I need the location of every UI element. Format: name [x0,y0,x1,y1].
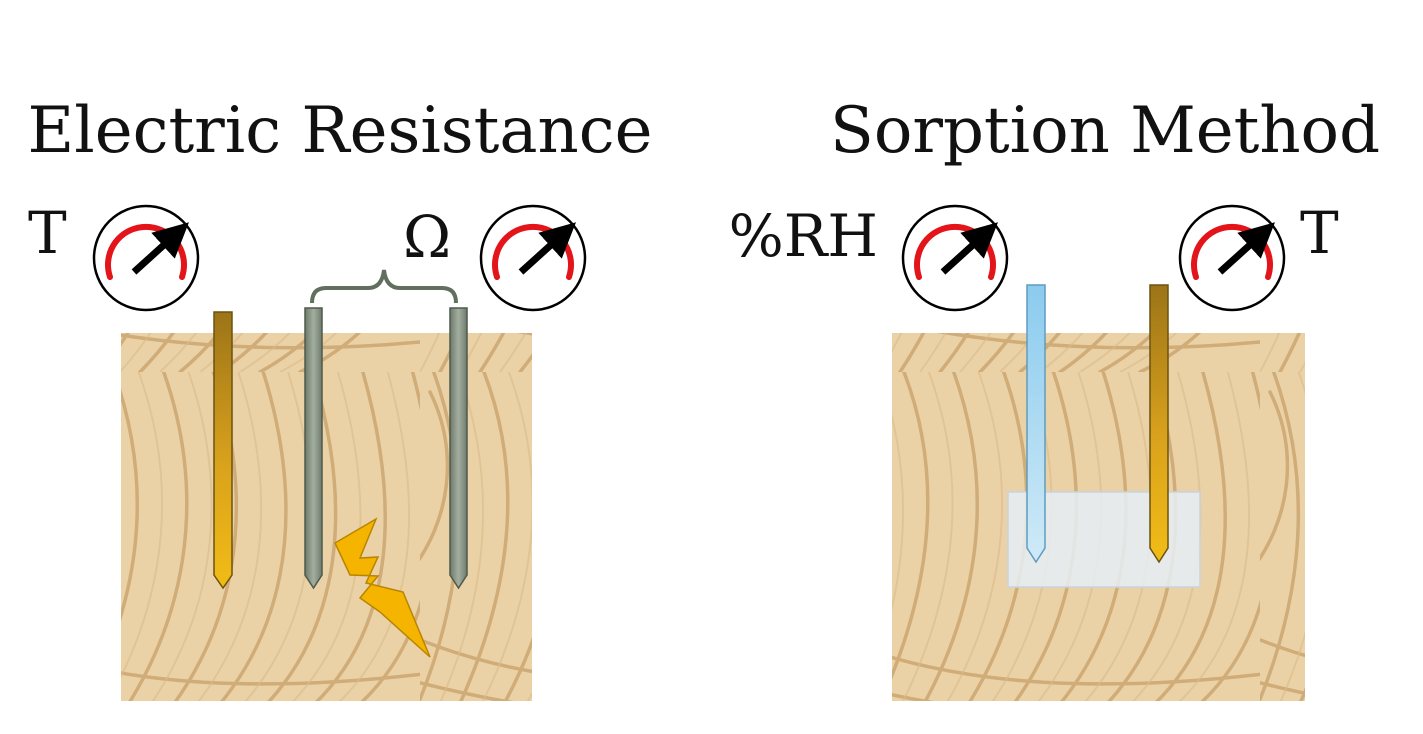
temperature-label-left: T [28,199,67,267]
humidity-probe [1026,284,1046,564]
resistance-label: Ω [403,203,451,271]
curly-brace-icon [310,269,458,304]
electrode-right [449,307,468,590]
sorption-method-panel: Sorption Method %RH T [729,94,1380,701]
gauge-icon [901,204,1009,312]
gauge-icon [1178,204,1286,312]
temperature-label-right: T [1300,199,1339,267]
temperature-probe-right [1149,284,1169,564]
temperature-probe-left [213,311,233,590]
gauge-icon [92,204,200,312]
electric-resistance-panel: Electric Resistance T Ω [28,94,653,701]
lightning-bolt-icon [334,517,431,658]
electric-resistance-title: Electric Resistance [28,94,653,168]
electrode-left [304,307,323,590]
humidity-label: %RH [729,202,878,270]
wood-sample-left [121,333,532,701]
sorption-method-title: Sorption Method [830,94,1380,168]
gauge-icon [479,204,587,312]
